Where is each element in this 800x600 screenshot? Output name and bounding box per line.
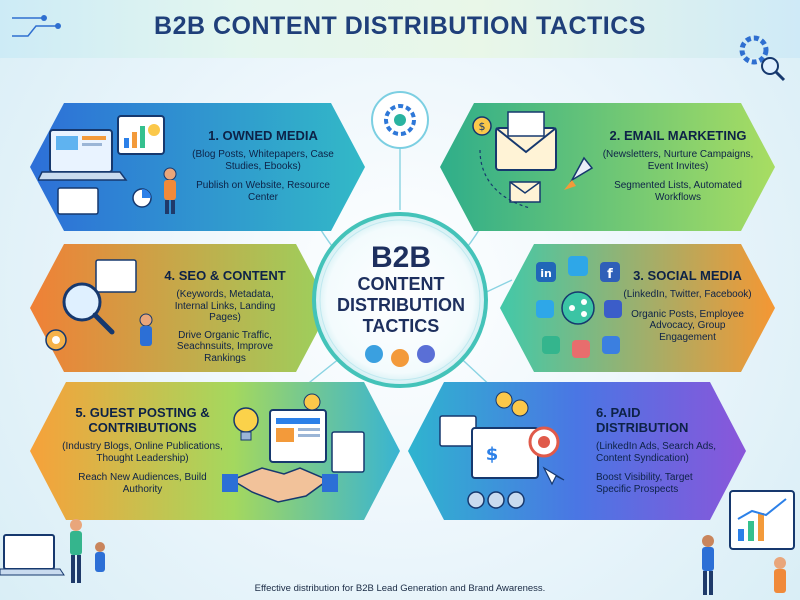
cursor-icon [542,466,565,486]
email-marketing-action: Segmented Lists, Automated Workflows [614,180,742,203]
lightbulb-icon [233,407,259,441]
magnifier-icon [62,282,115,335]
laptop-icon [3,534,55,570]
svg-text:f: f [607,267,613,282]
gear-icon [467,491,525,509]
social-media-title: 3. SOCIAL MEDIA [633,268,742,283]
title-banner [0,0,800,58]
page-title: B2B CONTENT DISTRIBUTION TACTICS [154,12,646,40]
share-icon [561,291,595,325]
email-marketing-label: 2. EMAIL MARKETING (Newsletters, Nurture… [598,128,758,203]
audience-icon [417,345,435,363]
owned-media-action: Publish on Website, Resource Center [196,180,330,203]
social-media-illustration: in f [536,256,622,358]
paid-distribution-label: 6. PAID DISTRIBUTION (LinkedIn Ads, Sear… [596,405,726,495]
dollar-coin-icon: $ [472,116,492,136]
svg-text:$: $ [479,120,486,133]
growth-icon [365,345,383,363]
handshake-icon [222,467,338,503]
center-line-distribution: DISTRIBUTION [337,295,465,315]
footer-caption: Effective distribution for B2B Lead Gene… [254,583,546,594]
laptop-icon [38,129,128,181]
guest-posting-label: 5. GUEST POSTING & CONTRIBUTIONS (Indust… [60,405,225,495]
document-icon [269,409,365,473]
code-window-icon [95,259,137,293]
paid-distribution-detail: (LinkedIn Ads, Search Ads, Content Syndi… [596,441,717,464]
dollar-coin-icon [495,391,529,417]
paid-distribution-action: Boost Visibility, Target Specific Prospe… [596,472,693,495]
email-marketing-title: 2. EMAIL MARKETING [609,128,747,143]
banner-gear-magnifier [739,35,786,82]
laptop-person-illustration [0,519,105,583]
person-icon [774,557,786,593]
social-media-hexagon [500,244,775,372]
person-icon [95,542,105,572]
browser-ad-icon [471,427,539,479]
monitor-chart-icon [117,115,165,155]
guest-posting-action: Reach New Audiences, Build Authority [78,472,207,495]
owned-media-label: 1. OWNED MEDIA (Blog Posts, Whitepapers,… [188,128,338,203]
owned-media-title: 1. OWNED MEDIA [208,128,318,143]
owned-media-illustration [38,115,177,215]
target-icon [528,426,560,458]
center-line-content: CONTENT [357,274,445,294]
gear-icon [739,35,769,65]
paid-distribution-illustration: $ [439,391,565,509]
seo-content-illustration [45,259,153,351]
person-icon [70,519,82,583]
owned-media-detail: (Blog Posts, Whitepapers, Case Studies, … [192,149,334,172]
envelope-icon [495,111,557,203]
svg-text:in: in [540,267,552,280]
gear-icon [45,329,67,351]
presentation-person-illustration [702,490,795,595]
paid-distribution-hexagon [408,382,746,520]
circuit-decoration [12,15,61,37]
rocket-icon [564,156,594,190]
twitter-icon [568,256,588,276]
ad-card-icon [439,415,477,447]
social-media-detail: (LinkedIn, Twitter, Facebook) [623,289,752,300]
person-icon [139,313,153,346]
person-icon [163,167,177,214]
paid-distribution-title: 6. PAID DISTRIBUTION [596,405,689,435]
linkedin-icon [536,262,556,282]
svg-text:$: $ [486,444,499,465]
social-media-action: Organic Posts, Employee Advocacy, Group … [631,308,744,343]
briefcase-icon [391,349,409,367]
facebook-icon [600,262,620,282]
seo-content-detail: (Keywords, Metadata, Internal Links, Lan… [174,289,276,323]
guest-posting-title: 5. GUEST POSTING & CONTRIBUTIONS [75,405,210,435]
email-marketing-detail: (Newsletters, Nurture Campaigns, Event I… [602,149,754,172]
center-line-b2b: B2B [370,241,431,274]
gear-icon [384,104,416,136]
guest-posting-illustration [222,393,365,503]
guest-posting-detail: (Industry Blogs, Online Publications, Th… [62,441,223,464]
magnifier-icon [761,57,786,82]
seo-content-title: 4. SEO & CONTENT [164,268,286,283]
center-title: B2B CONTENT DISTRIBUTION TACTICS [320,242,482,337]
social-media-label: 3. SOCIAL MEDIA (LinkedIn, Twitter, Face… [620,268,755,343]
owned-media-hexagon [30,103,365,231]
document-icon [57,187,99,215]
seo-content-action: Drive Organic Traffic, Seachnsuits, Impr… [176,329,274,364]
person-icon [702,535,714,595]
center-line-tactics: TACTICS [362,316,440,336]
seo-content-label: 4. SEO & CONTENT (Keywords, Metadata, In… [160,268,290,364]
email-marketing-illustration: $ [472,111,594,209]
center-hub [312,212,488,388]
